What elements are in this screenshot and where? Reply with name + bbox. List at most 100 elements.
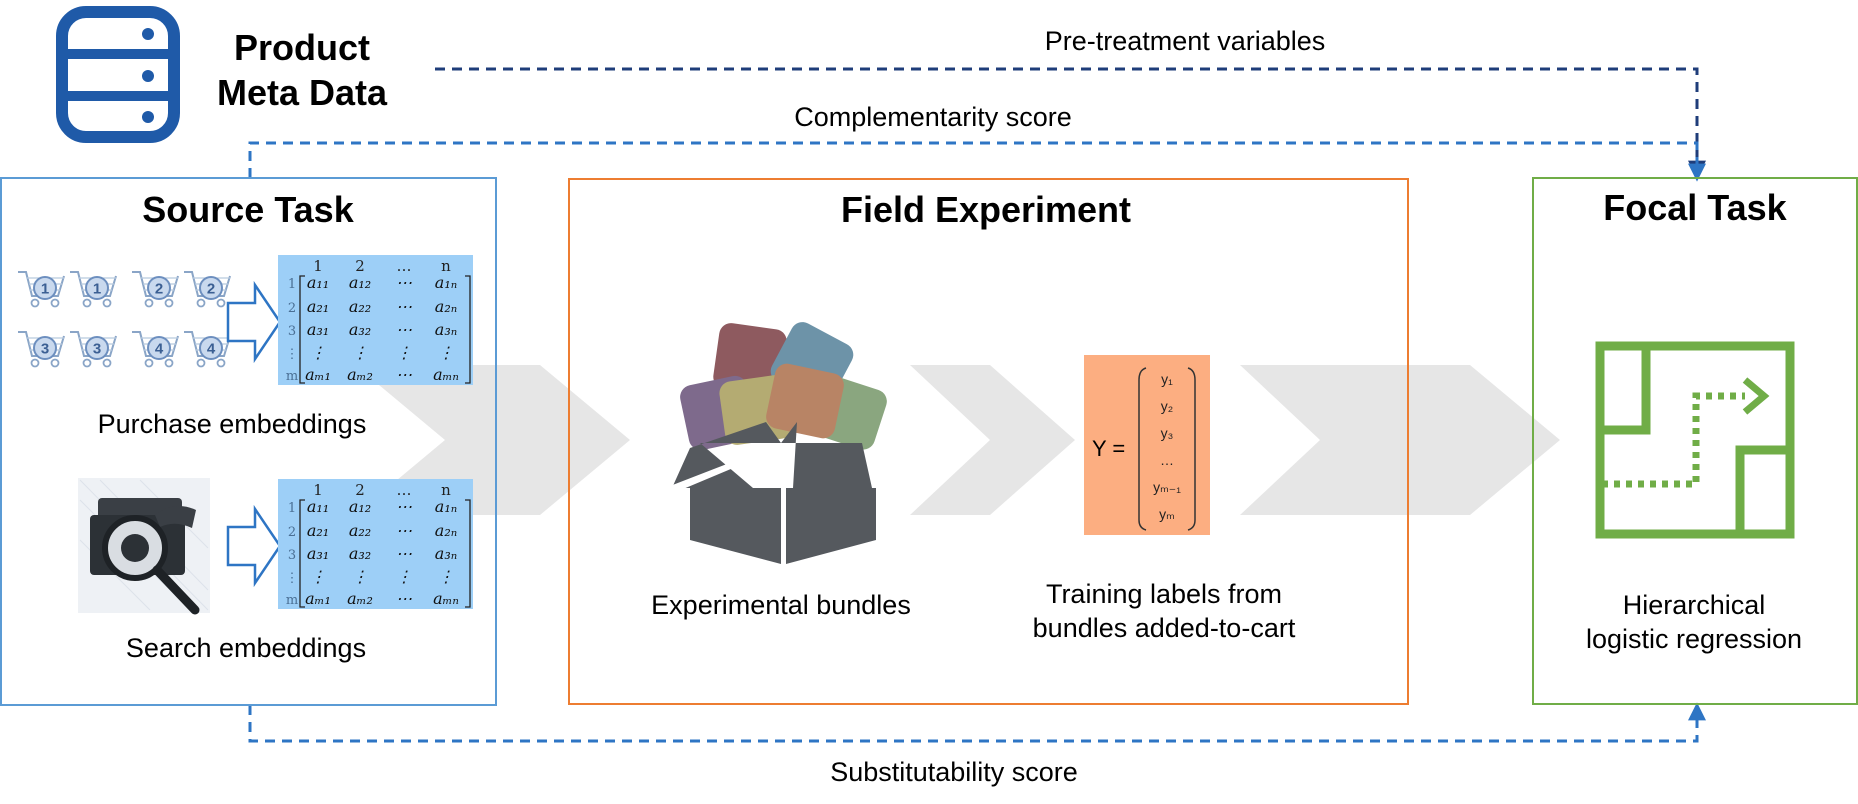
matrix-cell: a₃₂ xyxy=(349,320,371,339)
purchase-embeddings-label: Purchase embeddings xyxy=(98,409,367,439)
matrix-cell: aₘₙ xyxy=(433,365,459,384)
matrix-row-header: 3 xyxy=(288,548,296,563)
label-vector-entry: y₂ xyxy=(1161,398,1173,414)
focal-task-label-line1: Hierarchical xyxy=(1623,590,1766,620)
matrix-row-header: 1 xyxy=(288,277,296,292)
source-task-title: Source Task xyxy=(142,189,354,230)
label-vector-entry: yₘ₋₁ xyxy=(1153,479,1181,495)
matrix-cell: a₁ₙ xyxy=(435,273,457,292)
matrix-cell: a₃ₙ xyxy=(435,544,457,563)
connector-label-substitutability: Substitutability score xyxy=(830,757,1078,787)
connector-complementarity: Complementarity score xyxy=(248,102,1706,182)
matrix-cell: ⋮ xyxy=(438,567,454,586)
connector-pre-treatment: Pre-treatment variables xyxy=(435,26,1706,179)
matrix-cell: a₃₁ xyxy=(307,544,329,563)
matrix-cell: a₂ₙ xyxy=(435,521,457,540)
connector-label-complementarity: Complementarity score xyxy=(794,102,1072,132)
field-experiment-panel: Field Experiment Experimental bundles Y … xyxy=(568,178,1409,705)
matrix-cell: aₘₙ xyxy=(433,589,459,608)
label-vector-prefix: Y = xyxy=(1092,436,1125,461)
matrix-cell: ⋮ xyxy=(352,567,368,586)
matrix-col-header: 1 xyxy=(313,257,323,275)
shopping-cart-icon: 3 xyxy=(70,331,117,368)
experimental-bundles-label: Experimental bundles xyxy=(651,590,911,620)
purchase-matrix: 1 2 … n 1 2 3 ⋮ m a₁₁ a₁₂ ⋯ a₁ₙ a₂₁ a₂₂ ⋯ a₂ₙ a₃₁ a₃₂ ⋯ a₃ₙ ⋮… xyxy=(278,255,473,385)
matrix-cell: a₃₁ xyxy=(307,320,329,339)
matrix-cell: a₁₂ xyxy=(349,273,371,292)
matrix-cell: ⋯ xyxy=(396,589,412,608)
matrix-cell: aₘ₁ xyxy=(305,589,331,608)
matrix-cell: a₁₁ xyxy=(307,273,329,292)
matrix-cell: ⋯ xyxy=(396,544,412,563)
matrix-cell: ⋮ xyxy=(352,343,368,362)
focal-task-panel: Focal Task Hierarchical logistic regress… xyxy=(1532,177,1858,705)
chevron-2 xyxy=(910,365,1075,515)
matrix-row-header: 2 xyxy=(288,301,296,316)
matrix-cell: aₘ₁ xyxy=(305,365,331,384)
search-magnifier-icon xyxy=(78,478,210,615)
matrix-row-header: 1 xyxy=(288,501,296,516)
matrix-row-header: m xyxy=(286,593,298,608)
matrix-col-header: 1 xyxy=(313,481,323,499)
focal-task-label-line2: logistic regression xyxy=(1586,624,1802,654)
matrix-cell: ⋯ xyxy=(396,497,412,516)
matrix-row-header: ⋮ xyxy=(286,571,299,586)
hollow-arrow-icon xyxy=(226,504,282,588)
shopping-cart-icon: 1 xyxy=(18,271,65,308)
cart-number: 1 xyxy=(41,281,49,298)
cart-number: 3 xyxy=(41,341,49,358)
cart-number: 3 xyxy=(93,341,101,358)
matrix-cell: ⋮ xyxy=(396,567,412,586)
matrix-cell: aₘ₂ xyxy=(347,365,373,384)
database-icon xyxy=(56,6,180,143)
flow-chevrons xyxy=(355,365,1560,515)
hollow-arrow-icon xyxy=(226,280,282,364)
cart-number: 4 xyxy=(155,341,164,358)
label-vector-entry: y₁ xyxy=(1161,371,1173,387)
matrix-row-header: m xyxy=(286,369,298,384)
matrix-cell: a₂ₙ xyxy=(435,297,457,316)
matrix-cell: a₂₂ xyxy=(349,521,371,540)
shopping-cart-icon: 4 xyxy=(132,331,179,368)
shopping-cart-grid: 1 1 2 2 3 3 4 4 xyxy=(18,271,231,368)
matrix-col-header: 2 xyxy=(355,257,365,275)
shopping-cart-icon: 3 xyxy=(18,331,65,368)
chevron-3 xyxy=(1240,365,1560,515)
connector-label-pre-treatment: Pre-treatment variables xyxy=(1045,26,1326,56)
matrix-col-header: 2 xyxy=(355,481,365,499)
matrix-row-header: ⋮ xyxy=(286,347,299,362)
shopping-cart-icon: 1 xyxy=(70,271,117,308)
shopping-cart-icon: 2 xyxy=(132,271,179,308)
meta-data-title-line1: Product xyxy=(234,27,370,68)
meta-data-title-line2: Meta Data xyxy=(217,72,388,113)
matrix-cell: ⋮ xyxy=(310,567,326,586)
shopping-cart-icon: 4 xyxy=(184,331,231,368)
matrix-cell: a₁₁ xyxy=(307,497,329,516)
field-experiment-title: Field Experiment xyxy=(841,189,1131,230)
matrix-col-header: n xyxy=(441,257,451,275)
matrix-cell: a₂₂ xyxy=(349,297,371,316)
matrix-cell: a₃₂ xyxy=(349,544,371,563)
chevron-1 xyxy=(355,365,630,515)
matrix-cell: ⋯ xyxy=(396,320,412,339)
matrix-row-header: 3 xyxy=(288,324,296,339)
matrix-cell: a₁₂ xyxy=(349,497,371,516)
matrix-cell: ⋮ xyxy=(310,343,326,362)
matrix-col-header: … xyxy=(397,257,412,275)
maze-path-icon xyxy=(1595,341,1795,539)
label-vector-entry: y₃ xyxy=(1161,425,1174,441)
cart-number: 2 xyxy=(207,281,215,298)
shopping-cart-icon: 2 xyxy=(184,271,231,308)
focal-task-title: Focal Task xyxy=(1603,187,1787,228)
matrix-cell: ⋯ xyxy=(396,297,412,316)
search-embeddings-label: Search embeddings xyxy=(126,633,366,663)
matrix-cell: aₘ₂ xyxy=(347,589,373,608)
label-vector-entry: … xyxy=(1160,452,1174,468)
source-task-panel: Source Task 1 1 2 2 3 3 4 4 1 2 … n 1 2 3 ⋮ m a₁₁ a₁₂ ⋯ a₁ₙ… xyxy=(0,177,497,706)
matrix-cell: a₃ₙ xyxy=(435,320,457,339)
matrix-cell: a₂₁ xyxy=(307,297,329,316)
matrix-cell: ⋯ xyxy=(396,273,412,292)
cart-number: 4 xyxy=(207,341,216,358)
cart-number: 2 xyxy=(155,281,163,298)
